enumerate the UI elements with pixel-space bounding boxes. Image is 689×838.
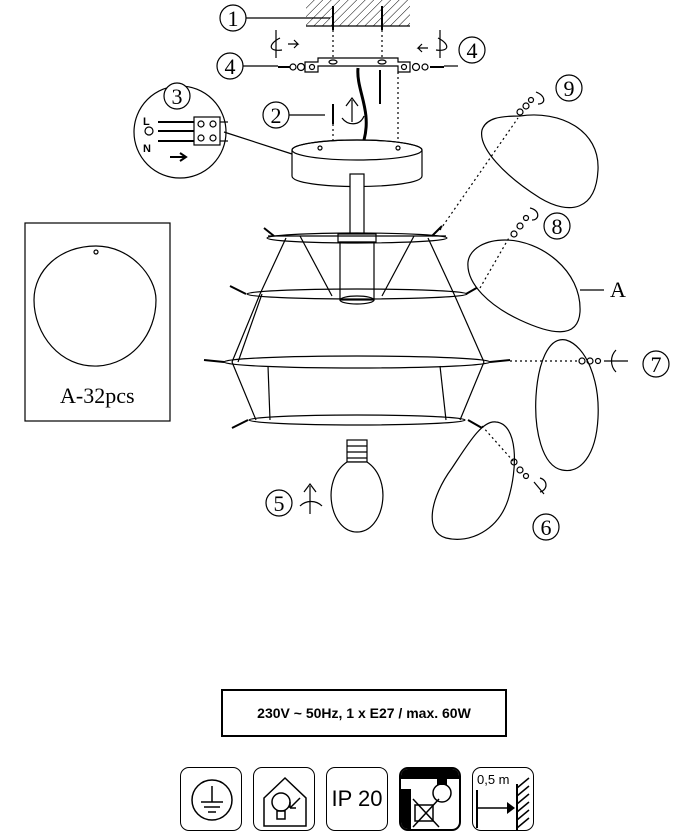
callout-7-label: 7 [651,352,662,377]
no-insulation-cover-icon [399,767,461,831]
leaf-part-6 [431,421,516,540]
parts-box [24,222,171,422]
callout-5-circle [265,489,293,517]
callout-4-left-label: 4 [225,54,236,79]
ceiling-canopy [291,139,423,188]
electrical-spec-text: 230V ~ 50Hz, 1 x E27 / max. 60W [257,705,471,721]
ceiling-hatch [306,0,410,26]
part-a-label: A [610,277,626,302]
leaf-part-7 [535,339,599,472]
earth-ground-icon [180,767,242,831]
minimum-distance-icon: 0,5 m [472,767,534,831]
leaf-fastener-9 [516,91,545,116]
parts-box-label: A-32pcs [60,383,135,408]
side-screw-left [278,62,306,72]
ip-rating-icon: IP 20 [326,767,388,831]
callout-9-label: 9 [564,76,575,101]
ip-rating-text: IP 20 [331,786,383,811]
callout-4-right-circle [458,36,486,64]
cage-frame [203,225,511,429]
callout-8-label: 8 [552,214,563,239]
lamp-stem [349,173,365,239]
callout-3-circle [163,82,191,110]
callout-4-left-circle [216,52,244,80]
electrical-spec-box: 230V ~ 50Hz, 1 x E27 / max. 60W [221,689,507,737]
assembly-diagram: 1 2 3 4 4 5 6 7 8 9 A L N A-32pcs [24,0,670,541]
side-screw-right [411,62,444,72]
wiring-live-label: L [143,116,150,128]
callout-3-label: 3 [172,84,183,109]
leaf-fastener-6 [510,458,547,495]
leaf-fastener-7 [578,349,628,373]
callout-8-circle [543,212,571,240]
callout-6-circle [532,513,560,541]
mounting-bracket [304,57,411,73]
symbol-icons-row: IP 20 0,5 m [180,767,542,833]
callout-9-circle [555,74,583,102]
callout-4-right-label: 4 [467,38,478,63]
leaf-part-8 [467,239,581,333]
lamp-socket [337,233,377,305]
power-cable [356,67,368,141]
callout-1-label: 1 [228,6,239,31]
indoor-use-icon [253,767,315,831]
light-bulb [330,439,384,533]
leaf-fastener-8 [510,207,539,238]
callout-6-label: 6 [541,515,552,540]
callout-7-circle [642,350,670,378]
parts-box-leaf [33,245,157,367]
leaf-part-9 [481,114,599,209]
wiring-neutral-label: N [143,143,151,155]
callout-2-label: 2 [271,103,282,128]
callout-5-label: 5 [274,491,285,516]
terminal-block [144,116,228,162]
minimum-distance-text: 0,5 m [477,772,510,787]
